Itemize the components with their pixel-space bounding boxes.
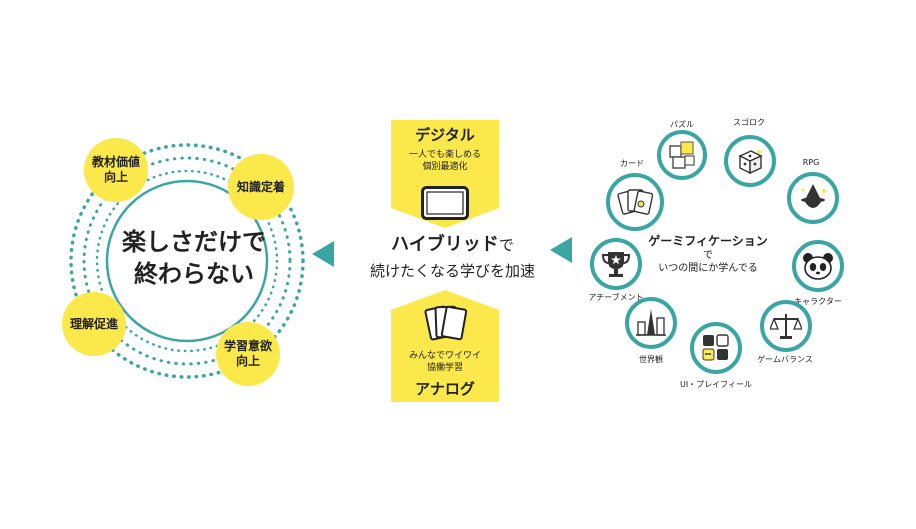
scale-icon [760, 300, 812, 352]
hybrid-sub: 続けたくなる学びを加速 [369, 262, 535, 280]
gamification-title: ゲーミフィケーション [648, 234, 768, 248]
hybrid-main: ハイブリッド [391, 234, 499, 255]
arrow-left-icon [312, 241, 334, 267]
gamification-center: ゲーミフィケーション で いつの間にか学んでる [628, 232, 788, 275]
analog-title: アナログ [415, 380, 475, 398]
hybrid-particle: で [498, 236, 514, 254]
label-world-view: 世界観 [639, 355, 663, 364]
digital-box: デジタル 一人でも楽しめる 個別最適化 [391, 124, 499, 173]
cards-icon [606, 173, 664, 231]
arrow-left-icon-2 [550, 237, 572, 263]
label-achievement: アチーブメント [588, 293, 644, 302]
panda-icon [792, 240, 844, 292]
bubble-material-value: 教材価値 向上 [84, 138, 148, 202]
cards-stack-icon [424, 305, 468, 341]
label-sugoroku: スゴロク [733, 118, 765, 127]
label-game-balance: ゲームバランス [757, 355, 813, 364]
label-character: キャラクター [794, 297, 842, 306]
hybrid-text: ハイブリッドで 続けたくなる学びを加速 [345, 230, 560, 281]
tablet-icon [421, 186, 469, 220]
analog-sub: みんなでワイワイ 協働学習 [408, 351, 481, 373]
label-ui-playfeel: UI・プレイフィール [679, 380, 753, 389]
digital-sub: 一人でも楽しめる 個別最適化 [408, 150, 481, 172]
ui-icon [690, 322, 742, 374]
analog-box-shape [391, 290, 499, 402]
digital-title: デジタル [415, 126, 475, 144]
label-card: カード [620, 159, 644, 168]
gamification-sub: で いつの間にか学んでる [658, 250, 758, 274]
bubble-knowledge-retention: 知識定着 [228, 154, 294, 220]
puzzle-icon [657, 130, 707, 180]
label-rpg: RPG [802, 158, 820, 167]
label-puzzle: パズル [670, 120, 694, 129]
city-icon [625, 297, 677, 349]
trophy-icon [590, 238, 642, 290]
wizard-icon [787, 172, 839, 224]
dice-icon [724, 135, 776, 187]
center-slogan: 楽しさだけで 終わらない [122, 228, 266, 288]
bubble-understanding: 理解促進 [62, 292, 126, 356]
bubble-motivation: 学習意欲 向上 [216, 322, 280, 386]
analog-box: みんなでワイワイ 協働学習 アナログ [391, 350, 499, 399]
digital-box-shape [391, 120, 499, 228]
